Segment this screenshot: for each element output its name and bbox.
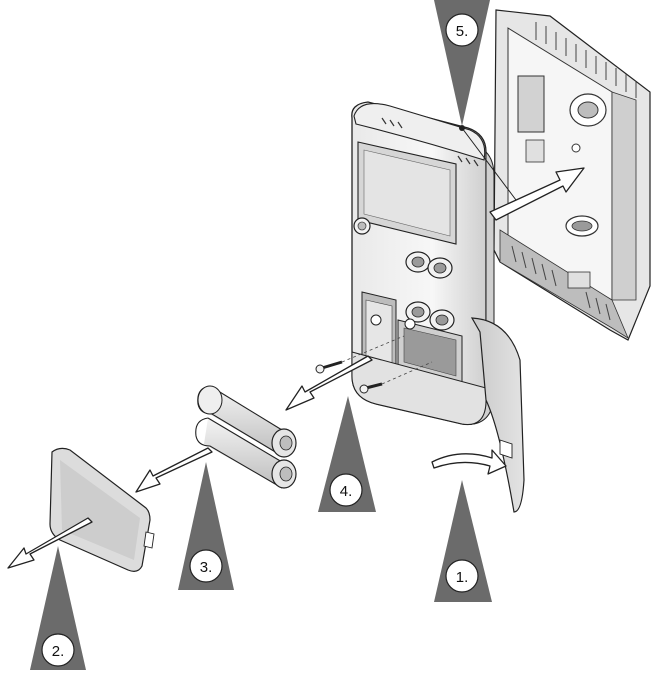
battery-cover (49, 447, 155, 572)
mounting-screws (315, 335, 433, 394)
step-2-label: 2. (52, 643, 65, 660)
step-2-callout: 2. (30, 546, 86, 670)
hinged-front-flap (470, 317, 525, 513)
arrow-remove-cover (7, 517, 93, 569)
direction-arrows (7, 167, 585, 569)
arrow-rotate-flap (431, 449, 507, 475)
step-1-label: 1. (456, 569, 469, 586)
batteries (195, 385, 297, 489)
arrow-remove-batteries (135, 447, 213, 493)
step-4-label: 4. (340, 483, 353, 500)
battery-upper (197, 385, 297, 458)
device-housing (351, 101, 495, 426)
battery-lower (195, 417, 297, 489)
step5-leader-dot (459, 125, 465, 131)
step5-leader-line (461, 127, 517, 201)
step-1-callout: 1. (434, 480, 492, 602)
dial-upper (405, 251, 453, 279)
dial-lower (405, 301, 455, 331)
step-5-label: 5. (456, 23, 469, 40)
step-3-label: 3. (200, 559, 213, 576)
step-4-callout: 4. (318, 396, 376, 512)
arrow-detach-base (489, 167, 585, 221)
step-5-callout: 5. (434, 0, 490, 126)
arrow-remove-screws (285, 355, 373, 411)
step-3-callout: 3. (178, 462, 234, 590)
